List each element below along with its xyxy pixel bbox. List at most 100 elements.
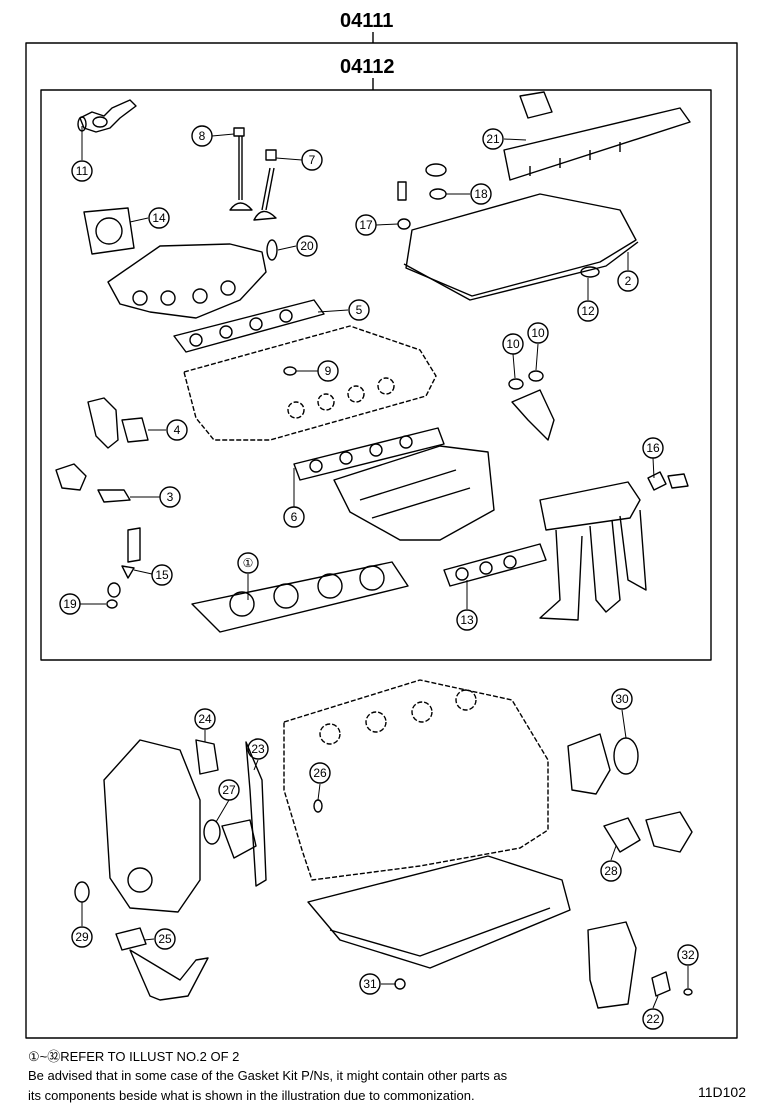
callout-2: 2 [617, 270, 639, 292]
seal-18-sketch [429, 188, 447, 200]
exhaust-gasket-sketch [173, 299, 325, 353]
callout-1: ① [237, 552, 259, 574]
svg-text:8: 8 [199, 129, 206, 143]
svg-text:7: 7 [309, 153, 316, 167]
water-outlet-sketch [87, 397, 149, 449]
svg-text:10: 10 [506, 337, 520, 351]
leader-lines [80, 126, 689, 1009]
throttle-gasket-sketch [83, 207, 135, 255]
figure-id: 11D102 [697, 1084, 746, 1100]
gasket-20-sketch [266, 239, 278, 261]
svg-text:4: 4 [174, 423, 181, 437]
seal-32-sketch [683, 988, 693, 996]
seal-9-sketch [283, 366, 297, 376]
gasket-kit-disclaimer-line-1: Be advised that in some case of the Gask… [28, 1068, 508, 1083]
cylinder-block-sketch [283, 679, 549, 881]
svg-text:①: ① [243, 556, 254, 570]
svg-text:18: 18 [474, 187, 488, 201]
callout-5: 5 [348, 299, 370, 321]
filter-bracket-sketch [587, 921, 671, 1009]
callout-3: 3 [159, 486, 181, 508]
water-pump-sketch [203, 819, 257, 859]
svg-text:27: 27 [222, 783, 236, 797]
callout-8: 8 [191, 125, 213, 147]
kit-frame-04112 [40, 89, 712, 661]
seal-17-sketch [397, 218, 411, 230]
svg-text:12: 12 [581, 304, 595, 318]
callout-32: 32 [677, 944, 699, 966]
head-cover-sketch [403, 193, 639, 301]
callout-20: 20 [296, 235, 318, 257]
intake-manifold-sketch [333, 445, 495, 541]
svg-text:22: 22 [646, 1012, 660, 1026]
head-gasket-sketch [191, 561, 409, 633]
illustration-reference-note: ①~㉜REFER TO ILLUST NO.2 OF 2 [28, 1049, 240, 1064]
callout-10b: 10 [527, 322, 549, 344]
svg-text:19: 19 [63, 597, 77, 611]
callout-17: 17 [355, 214, 377, 236]
seal-26-sketch [313, 799, 323, 813]
injector-sketch [106, 527, 141, 609]
callout-9: 9 [317, 360, 339, 382]
gasket-16-sketch [647, 471, 689, 491]
kit-number-04112: 04112 [340, 56, 395, 78]
callout-22: 22 [642, 1008, 664, 1030]
gasket-24-sketch [195, 739, 219, 775]
svg-text:32: 32 [681, 948, 695, 962]
svg-text:9: 9 [325, 364, 332, 378]
callout-11: 11 [71, 160, 93, 182]
callout-7: 7 [301, 149, 323, 171]
cylinder-head-sketch [183, 325, 437, 441]
oil-pan-sketch [307, 855, 571, 969]
svg-text:14: 14 [152, 211, 166, 225]
svg-text:15: 15 [155, 568, 169, 582]
kit-frame-04111 [25, 42, 738, 1039]
svg-text:29: 29 [75, 930, 89, 944]
callout-23: 23 [247, 738, 269, 760]
valve-sketch [229, 127, 277, 221]
svg-text:30: 30 [615, 692, 629, 706]
callout-12: 12 [577, 300, 599, 322]
svg-text:20: 20 [300, 239, 314, 253]
callout-4: 4 [166, 419, 188, 441]
svg-text:28: 28 [604, 864, 618, 878]
callout-bubbles: ① 2 3 4 5 6 7 8 9 10 10 11 12 13 14 15 1… [59, 125, 699, 1030]
intake-gasket-6-sketch [293, 427, 445, 481]
bolt-sketch [397, 181, 407, 201]
svg-text:11: 11 [76, 164, 89, 178]
callout-14: 14 [148, 207, 170, 229]
callout-25: 25 [154, 928, 176, 950]
exhaust-manifold-sketch [107, 243, 267, 319]
svg-text:23: 23 [251, 742, 265, 756]
sensor-3-sketch [55, 463, 131, 503]
callout-31: 31 [359, 973, 381, 995]
callout-21: 21 [482, 128, 504, 150]
svg-text:5: 5 [356, 303, 363, 317]
callout-16: 16 [642, 437, 664, 459]
callout-19: 19 [59, 593, 81, 615]
svg-text:3: 3 [167, 490, 174, 504]
svg-text:31: 31 [363, 977, 377, 991]
gasket-kit-disclaimer-line-2: its components beside what is shown in t… [28, 1088, 475, 1103]
svg-text:25: 25 [158, 932, 172, 946]
svg-text:13: 13 [460, 613, 474, 627]
part-sketches-upper [55, 91, 691, 633]
callout-28: 28 [600, 860, 622, 882]
oil-cap-sketch [425, 163, 447, 177]
svg-text:26: 26 [313, 766, 327, 780]
callout-30: 30 [611, 688, 633, 710]
callout-13: 13 [456, 609, 478, 631]
svg-text:10: 10 [531, 326, 545, 340]
drain-plug-sketch [394, 978, 406, 990]
plenum-sketch [539, 481, 647, 621]
part-sketches-lower [74, 679, 693, 1009]
svg-text:17: 17 [359, 218, 373, 232]
callout-6: 6 [283, 506, 305, 528]
callout-10a: 10 [502, 333, 524, 355]
kit-number-04111: 04111 [340, 10, 393, 32]
water-inlet-sketch [508, 370, 555, 441]
callout-15: 15 [151, 564, 173, 586]
water-inlet-28-sketch [603, 811, 693, 853]
callout-29: 29 [71, 926, 93, 948]
